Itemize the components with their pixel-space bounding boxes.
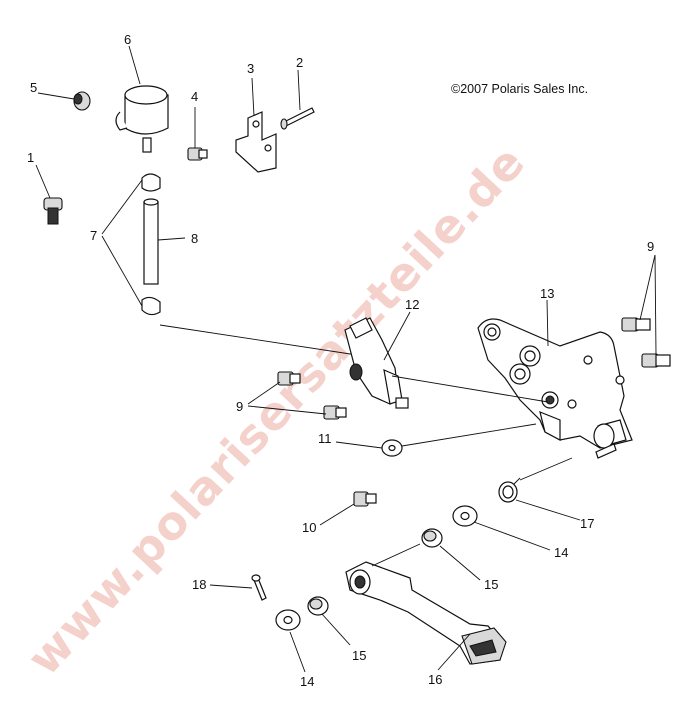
callout-12: 12 xyxy=(405,297,419,312)
callout-6: 6 xyxy=(124,32,131,47)
part-2-pin xyxy=(280,107,315,130)
copyright-text: ©2007 Polaris Sales Inc. xyxy=(451,82,588,96)
part-8-hose xyxy=(143,198,159,285)
callout-1: 1 xyxy=(27,150,34,165)
part-1-fitting xyxy=(43,197,63,225)
callout-14-left: 14 xyxy=(300,674,314,689)
callout-2: 2 xyxy=(296,55,303,70)
part-15-bushings xyxy=(307,528,443,616)
callout-4: 4 xyxy=(191,89,198,104)
callout-9-right: 9 xyxy=(647,239,654,254)
callout-18: 18 xyxy=(192,577,206,592)
callout-3: 3 xyxy=(247,61,254,76)
part-16-brake-pedal xyxy=(345,561,507,665)
part-12-master-cylinder xyxy=(344,317,409,409)
leader-lines xyxy=(35,45,657,673)
callout-5: 5 xyxy=(30,80,37,95)
part-18-cotter-pin xyxy=(251,574,267,601)
part-9-bolts-left xyxy=(277,371,347,420)
callout-8: 8 xyxy=(191,231,198,246)
part-13-mounting-plate xyxy=(477,318,633,459)
callout-16: 16 xyxy=(428,672,442,687)
part-3-bracket xyxy=(235,111,277,173)
callout-10: 10 xyxy=(302,520,316,535)
callout-17: 17 xyxy=(580,516,594,531)
callout-15-right: 15 xyxy=(484,577,498,592)
part-6-reservoir xyxy=(115,85,169,153)
callout-7: 7 xyxy=(90,228,97,243)
callout-15-left: 15 xyxy=(352,648,366,663)
callout-9-left: 9 xyxy=(236,399,243,414)
watermark-text: www.polarisersatzteile.de xyxy=(17,135,536,686)
part-14-washers xyxy=(275,505,478,631)
part-7-clamps xyxy=(141,173,161,316)
part-9-bolts-right xyxy=(621,317,671,368)
part-5-cap xyxy=(73,91,91,111)
callout-13: 13 xyxy=(540,286,554,301)
part-10-bolt xyxy=(353,491,377,507)
part-4-bolt xyxy=(187,147,208,161)
part-11-washer xyxy=(381,439,403,457)
callout-14-right: 14 xyxy=(554,545,568,560)
callout-11: 11 xyxy=(318,431,332,446)
part-17-spring xyxy=(498,477,521,503)
